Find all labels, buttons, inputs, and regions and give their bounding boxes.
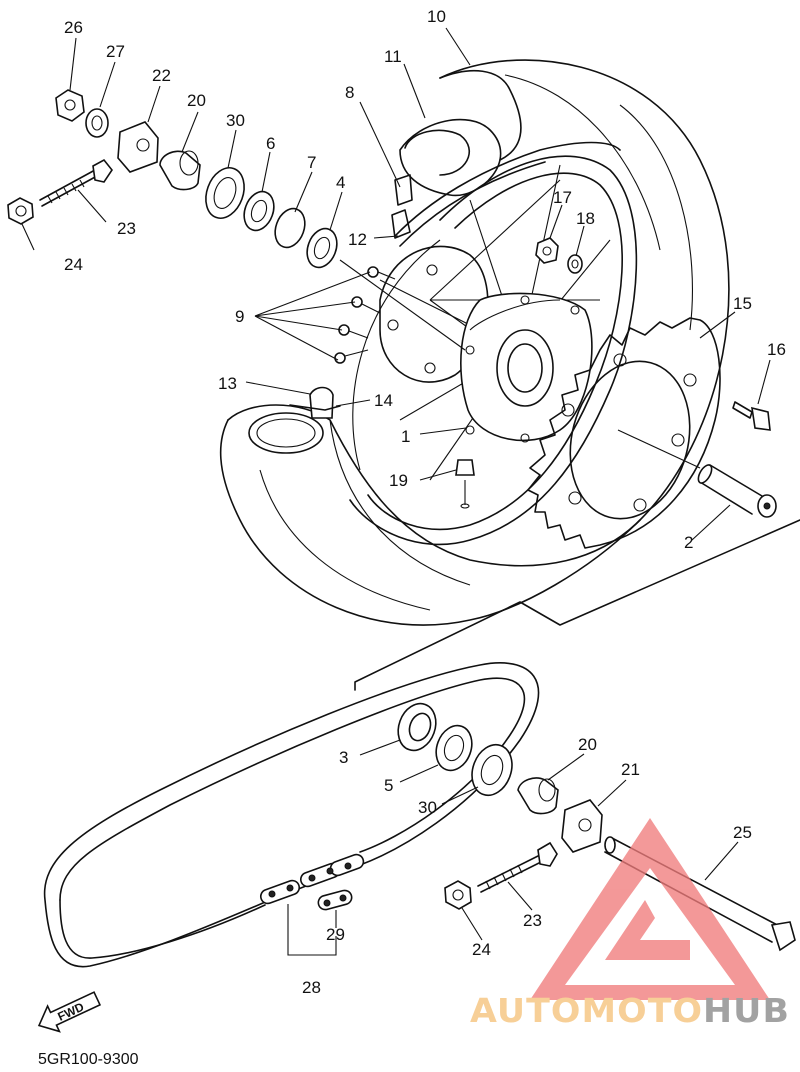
collar-20	[159, 150, 201, 191]
washer-27	[85, 108, 109, 138]
callout-25: 25	[733, 823, 752, 842]
collar-20b	[517, 777, 559, 815]
watermark-text-automoto: AUTOMOTO	[470, 991, 703, 1030]
nut-26	[55, 89, 85, 122]
bolt-23b	[477, 841, 558, 893]
callout-16: 16	[767, 340, 786, 359]
plate-22	[117, 121, 159, 173]
circlip-7	[274, 207, 306, 249]
bolt-23a	[39, 158, 113, 207]
bearing-5	[435, 724, 473, 772]
callout-22: 22	[152, 66, 171, 85]
valve-cap	[455, 459, 475, 509]
callout-18: 18	[576, 209, 595, 228]
sprocket	[527, 317, 721, 549]
watermark-text-hub: HUB	[703, 991, 790, 1030]
callout-2: 2	[684, 533, 693, 552]
callout-11: 11	[384, 47, 402, 66]
callout-13: 13	[218, 374, 237, 393]
callout-23b: 23	[523, 911, 542, 930]
callout-6: 6	[266, 134, 275, 153]
chain-joint	[259, 853, 365, 905]
plate-21	[561, 799, 603, 853]
callout-4: 4	[336, 173, 345, 192]
diagram-code: 5GR100-9300	[38, 1051, 139, 1068]
callout-26: 26	[64, 18, 83, 37]
rim-band	[391, 141, 621, 247]
bearing-4	[306, 227, 338, 269]
callout-30a: 30	[226, 111, 245, 130]
callout-30b: 30	[418, 798, 437, 817]
bearing-6	[243, 190, 275, 232]
fwd-label: FWD	[55, 1000, 86, 1024]
chain-link-plate	[317, 889, 353, 911]
callout-3: 3	[339, 748, 348, 767]
callout-labels: 10 11 8 26 27 22 20 30 6 7 4 23 24 12 17…	[64, 7, 786, 997]
callout-10: 10	[427, 7, 446, 26]
callout-20b: 20	[578, 735, 597, 754]
valve-clip	[289, 386, 341, 419]
section-outline	[354, 519, 800, 691]
callout-23a: 23	[117, 219, 136, 238]
nut-24b	[444, 880, 472, 910]
callout-9: 9	[235, 307, 244, 326]
callout-19: 19	[389, 471, 408, 490]
nut-24a	[7, 197, 34, 225]
bearing-3	[397, 702, 437, 752]
callout-1: 1	[401, 427, 410, 446]
callout-28: 28	[302, 978, 321, 997]
callout-24b: 24	[472, 940, 491, 959]
fwd-arrow-icon: FWD	[37, 991, 102, 1033]
callout-8: 8	[345, 83, 354, 102]
callout-5: 5	[384, 776, 393, 795]
callout-12: 12	[348, 230, 367, 249]
callout-20a: 20	[187, 91, 206, 110]
nut-17	[535, 237, 559, 264]
tire-valve-loop	[248, 412, 324, 454]
callout-15: 15	[733, 294, 752, 313]
chain-loop	[43, 662, 540, 968]
callout-21: 21	[621, 760, 640, 779]
washer-18	[567, 254, 583, 274]
seal-30	[205, 167, 245, 219]
callout-14: 14	[374, 391, 393, 410]
callout-27: 27	[106, 42, 125, 61]
inner-tube	[399, 118, 502, 197]
callout-17: 17	[553, 188, 572, 207]
callout-24a: 24	[64, 255, 83, 274]
callout-29: 29	[326, 925, 345, 944]
spacer	[697, 464, 777, 518]
leader-lines	[21, 27, 771, 956]
seal-30b	[471, 743, 513, 797]
sprocket-bolt	[732, 401, 771, 431]
hub	[460, 292, 593, 443]
callout-7: 7	[307, 153, 316, 172]
